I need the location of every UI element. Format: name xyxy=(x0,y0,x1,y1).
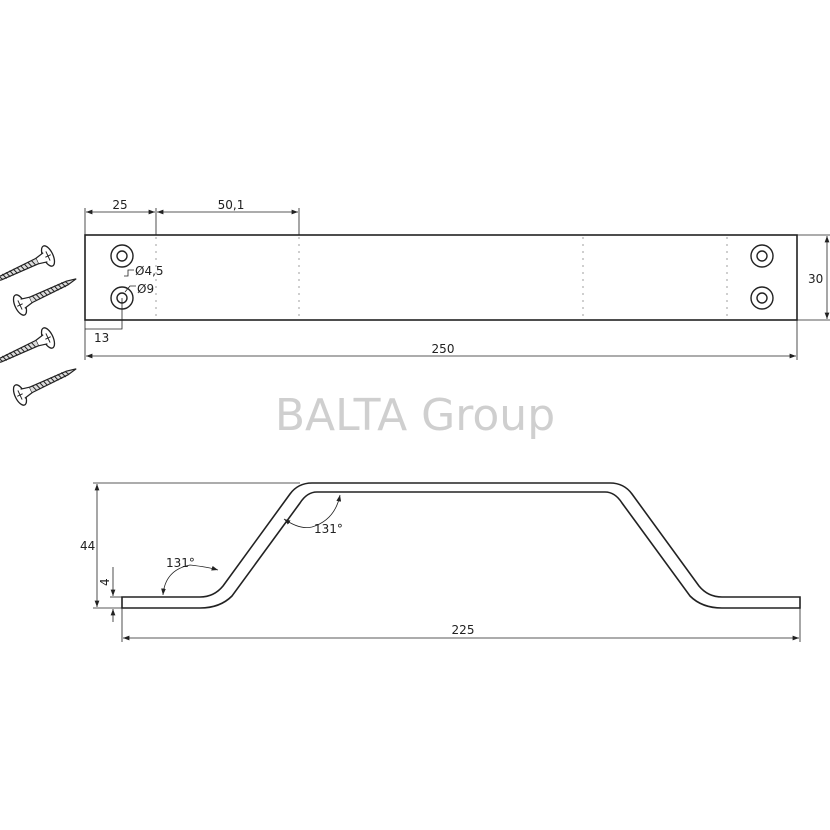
dim-25: 25 xyxy=(112,198,127,212)
screw-icon xyxy=(10,268,82,318)
dim-hole-inner: Ø4,5 xyxy=(135,264,164,278)
dim-44: 44 xyxy=(80,539,95,553)
screw-icon xyxy=(10,358,82,408)
angle-left: 131° xyxy=(166,556,195,570)
dim-4: 4 xyxy=(98,578,112,586)
screws xyxy=(0,243,82,408)
screw-icon xyxy=(0,325,58,375)
watermark: BALTA Group xyxy=(275,390,555,441)
screw-icon xyxy=(0,243,58,293)
dim-30: 30 xyxy=(808,272,823,286)
top-view xyxy=(84,208,830,360)
dim-hole-outer: Ø9 xyxy=(137,282,154,296)
dim-250: 250 xyxy=(432,342,455,356)
angle-right: 131° xyxy=(314,522,343,536)
dim-13: 13 xyxy=(94,331,109,345)
mounting-holes xyxy=(110,244,774,310)
dim-225: 225 xyxy=(452,623,475,637)
dim-50-1: 50,1 xyxy=(218,198,245,212)
side-view xyxy=(93,482,801,642)
